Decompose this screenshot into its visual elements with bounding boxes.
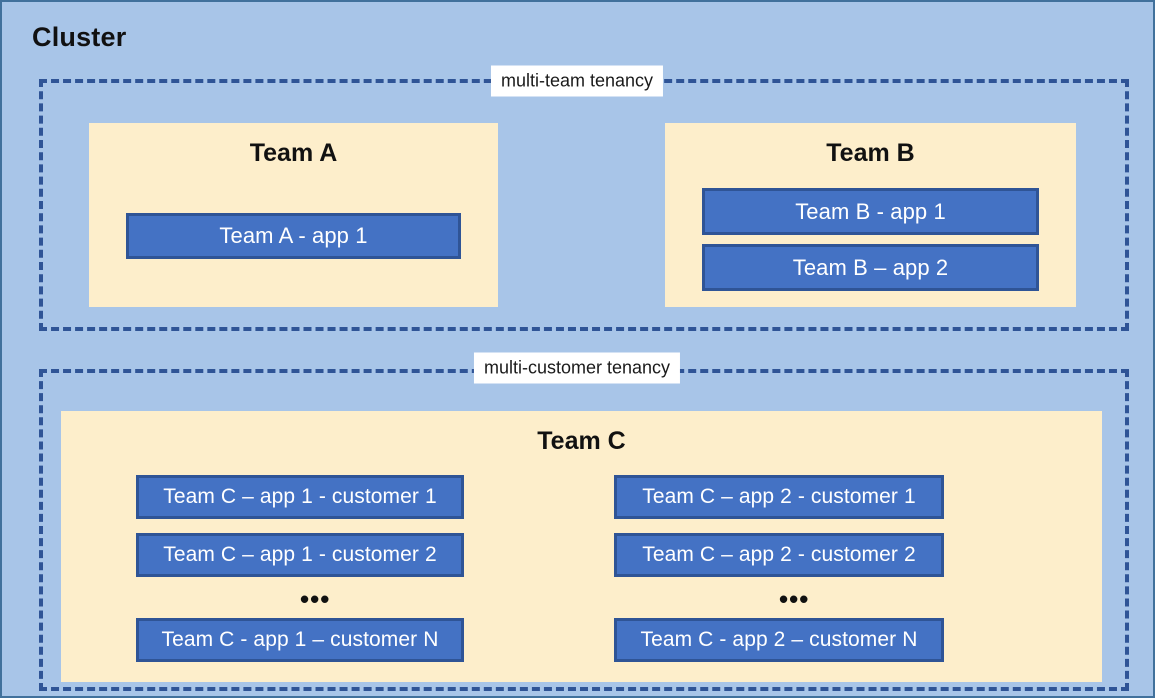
tenancy-zone-multi-team: Team A Team A - app 1 Team B Team B - ap… (39, 79, 1129, 331)
team-a-title: Team A (249, 139, 338, 167)
tenancy-label-multi-team: multi-team tenancy (490, 65, 664, 97)
app-box-team-c-app-2-customer-1[interactable]: Team C – app 2 - customer 1 (614, 475, 944, 519)
ellipsis-app-1-column: ••• (300, 584, 331, 614)
tenancy-zone-multi-customer: Team C Team C – app 1 - customer 1 Team … (39, 369, 1129, 691)
app-box-team-c-app-1-customer-2[interactable]: Team C – app 1 - customer 2 (136, 533, 464, 577)
team-c-title: Team C (537, 427, 626, 455)
tenancy-label-multi-customer: multi-customer tenancy (473, 352, 681, 384)
app-box-team-b-app-1[interactable]: Team B - app 1 (702, 188, 1039, 235)
team-box-team-b: Team B Team B - app 1 Team B – app 2 (665, 123, 1076, 307)
team-b-title: Team B (826, 139, 915, 167)
team-box-team-a: Team A Team A - app 1 (89, 123, 498, 307)
ellipsis-app-2-column: ••• (779, 584, 810, 614)
app-box-team-c-app-2-customer-n[interactable]: Team C - app 2 – customer N (614, 618, 944, 662)
app-box-team-c-app-1-customer-n[interactable]: Team C - app 1 – customer N (136, 618, 464, 662)
app-box-team-b-app-2[interactable]: Team B – app 2 (702, 244, 1039, 291)
app-box-team-a-app-1[interactable]: Team A - app 1 (126, 213, 461, 259)
team-box-team-c: Team C Team C – app 1 - customer 1 Team … (61, 411, 1102, 682)
app-box-team-c-app-1-customer-1[interactable]: Team C – app 1 - customer 1 (136, 475, 464, 519)
cluster-title: Cluster (32, 22, 127, 52)
app-box-team-c-app-2-customer-2[interactable]: Team C – app 2 - customer 2 (614, 533, 944, 577)
